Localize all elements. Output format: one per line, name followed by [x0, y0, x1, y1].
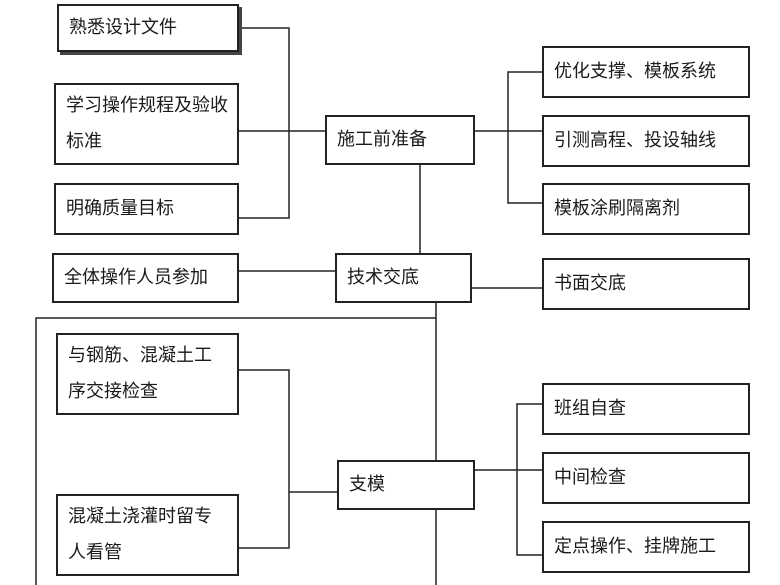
node-label: 学习操作规程及验收标准 [66, 95, 228, 152]
node-label: 优化支撑、模板系统 [554, 61, 716, 82]
node-label: 定点操作、挂牌施工 [554, 536, 716, 557]
node-label: 熟悉设计文件 [69, 17, 177, 38]
node-all-staff: 全体操作人员参加 [52, 253, 239, 303]
node-label: 技术交底 [347, 267, 419, 288]
node-label: 模板涂刷隔离剂 [554, 198, 680, 219]
node-label: 班组自查 [554, 398, 626, 419]
node-tech-briefing: 技术交底 [335, 253, 472, 303]
node-elevation-survey: 引测高程、投设轴线 [542, 115, 750, 167]
node-team-self-check: 班组自查 [542, 383, 750, 435]
node-label: 与钢筋、混凝土工序交接检查 [68, 345, 212, 402]
node-label: 混凝土浇灌时留专人看管 [68, 506, 212, 563]
node-label: 明确质量目标 [66, 198, 174, 219]
node-handover-check: 与钢筋、混凝土工序交接检查 [56, 333, 239, 415]
node-optimize-support: 优化支撑、模板系统 [542, 46, 750, 98]
node-written-briefing: 书面交底 [542, 258, 750, 310]
node-quality-goal: 明确质量目标 [54, 183, 239, 235]
node-pour-watch: 混凝土浇灌时留专人看管 [56, 494, 239, 576]
node-release-agent: 模板涂刷隔离剂 [542, 183, 750, 235]
node-formwork: 支模 [337, 460, 475, 510]
node-familiarize-design: 熟悉设计文件 [57, 4, 239, 52]
node-label: 引测高程、投设轴线 [554, 130, 716, 151]
node-study-rules: 学习操作规程及验收标准 [54, 83, 239, 165]
node-label: 全体操作人员参加 [64, 267, 208, 288]
node-fixed-point: 定点操作、挂牌施工 [542, 521, 750, 573]
node-pre-construction-prep: 施工前准备 [325, 115, 475, 165]
node-label: 书面交底 [554, 273, 626, 294]
node-middle-check: 中间检查 [542, 452, 750, 504]
node-label: 中间检查 [554, 467, 626, 488]
node-label: 施工前准备 [337, 129, 427, 150]
node-label: 支模 [349, 474, 385, 495]
